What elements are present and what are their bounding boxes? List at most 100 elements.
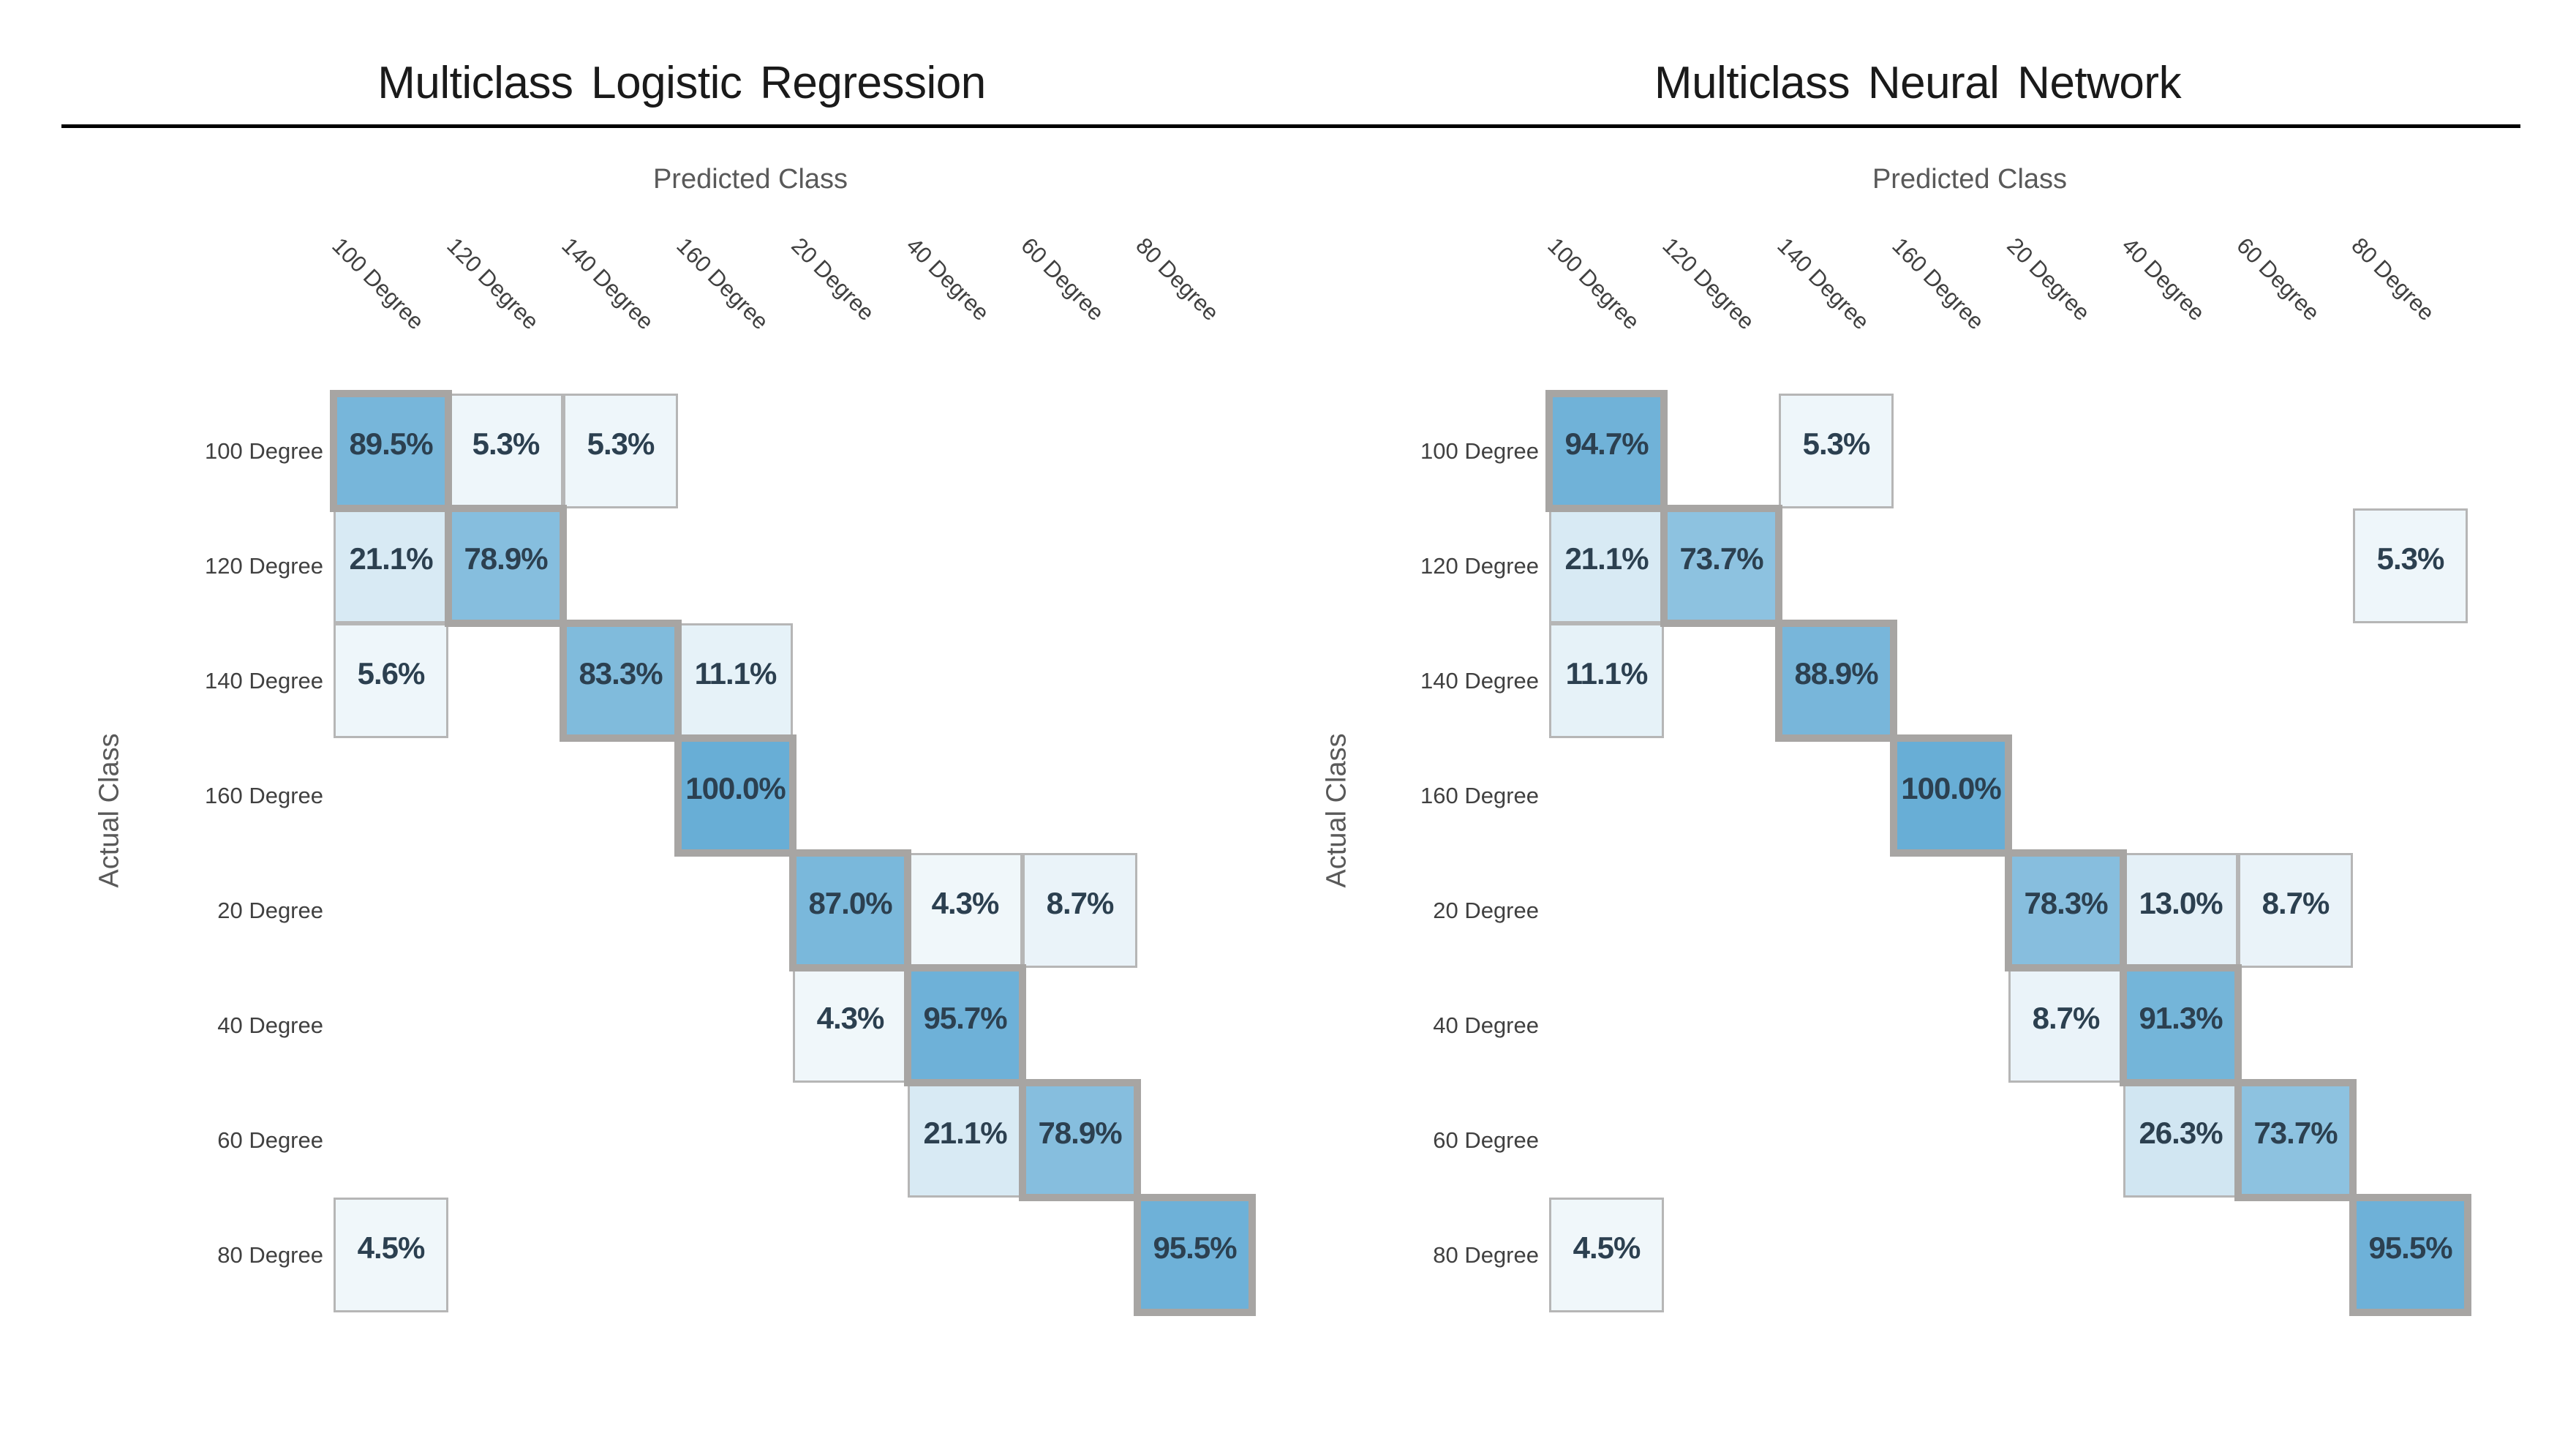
row-header-60-degree: 60 Degree bbox=[1433, 1127, 1539, 1153]
row-header-60-degree: 60 Degree bbox=[217, 1127, 323, 1153]
header-divider-line bbox=[61, 124, 2520, 128]
matrix-cell-value: 100.0% bbox=[1901, 770, 2001, 805]
matrix-cell-value: 4.5% bbox=[1573, 1230, 1641, 1265]
matrix-cell-20-degree-as-60-degree: 8.7% bbox=[1023, 853, 1137, 968]
matrix-cell-value: 8.7% bbox=[2032, 1000, 2101, 1035]
column-header-140-degree: 140 Degree bbox=[557, 233, 659, 335]
column-header-60-degree: 60 Degree bbox=[2232, 233, 2325, 326]
row-header-100-degree: 100 Degree bbox=[1420, 437, 1539, 464]
matrix-cell-value: 13.0% bbox=[2139, 885, 2223, 920]
row-header-140-degree: 140 Degree bbox=[204, 667, 323, 694]
matrix-cell-120-degree-as-120-degree: 78.9% bbox=[445, 505, 567, 627]
column-header-20-degree: 20 Degree bbox=[2002, 233, 2095, 326]
matrix-cell-value: 4.5% bbox=[357, 1230, 426, 1265]
matrix-cell-40-degree-as-20-degree: 4.3% bbox=[793, 968, 908, 1083]
matrix-cell-value: 89.5% bbox=[349, 426, 433, 461]
matrix-cell-80-degree-as-80-degree: 95.5% bbox=[2349, 1194, 2471, 1316]
column-header-120-degree: 120 Degree bbox=[1657, 233, 1760, 335]
matrix-cell-140-degree-as-140-degree: 83.3% bbox=[560, 620, 682, 742]
matrix-cell-140-degree-as-160-degree: 11.1% bbox=[678, 623, 793, 738]
matrix-cell-140-degree-as-100-degree: 11.1% bbox=[1549, 623, 1664, 738]
column-header-140-degree: 140 Degree bbox=[1772, 233, 1875, 335]
matrix-cell-value: 87.0% bbox=[808, 885, 892, 920]
row-header-80-degree: 80 Degree bbox=[1433, 1241, 1539, 1268]
column-header-80-degree: 80 Degree bbox=[2346, 233, 2440, 326]
column-header-60-degree: 60 Degree bbox=[1016, 233, 1110, 326]
matrix-cell-value: 5.6% bbox=[357, 655, 426, 691]
panel-title-logistic-regression: Multiclass Logistic Regression bbox=[377, 57, 986, 108]
x-axis-title-predicted-class: Predicted Class bbox=[652, 164, 848, 195]
row-header-120-degree: 120 Degree bbox=[1420, 552, 1539, 579]
column-header-40-degree: 40 Degree bbox=[2117, 233, 2210, 326]
matrix-cell-value: 78.9% bbox=[1038, 1115, 1122, 1150]
matrix-cell-40-degree-as-40-degree: 95.7% bbox=[904, 964, 1026, 1086]
row-header-20-degree: 20 Degree bbox=[1433, 897, 1539, 923]
matrix-cell-value: 26.3% bbox=[2139, 1115, 2223, 1150]
matrix-cell-value: 91.3% bbox=[2139, 1000, 2223, 1035]
column-header-100-degree: 100 Degree bbox=[327, 233, 429, 335]
x-axis-title-predicted-class: Predicted Class bbox=[1872, 164, 2068, 195]
matrix-cell-value: 78.3% bbox=[2024, 885, 2108, 920]
matrix-cell-value: 95.5% bbox=[1153, 1230, 1237, 1265]
matrix-cell-120-degree-as-120-degree: 73.7% bbox=[1660, 505, 1782, 627]
column-header-20-degree: 20 Degree bbox=[786, 233, 880, 326]
row-header-100-degree: 100 Degree bbox=[204, 437, 323, 464]
column-header-100-degree: 100 Degree bbox=[1543, 233, 1645, 335]
matrix-cell-140-degree-as-100-degree: 5.6% bbox=[334, 623, 448, 738]
matrix-cell-160-degree-as-160-degree: 100.0% bbox=[674, 734, 796, 857]
column-header-160-degree: 160 Degree bbox=[1887, 233, 1989, 335]
column-header-80-degree: 80 Degree bbox=[1131, 233, 1224, 326]
matrix-cell-value: 21.1% bbox=[349, 541, 433, 576]
matrix-cell-120-degree-as-80-degree: 5.3% bbox=[2353, 508, 2468, 623]
matrix-cell-60-degree-as-40-degree: 26.3% bbox=[2123, 1083, 2238, 1198]
matrix-cell-20-degree-as-20-degree: 87.0% bbox=[789, 849, 911, 971]
panel-title-neural-network: Multiclass Neural Network bbox=[1654, 57, 2182, 108]
matrix-cell-value: 5.3% bbox=[2376, 541, 2445, 576]
matrix-cell-value: 11.1% bbox=[1565, 655, 1649, 691]
matrix-cell-100-degree-as-100-degree: 89.5% bbox=[330, 390, 452, 512]
row-header-140-degree: 140 Degree bbox=[1420, 667, 1539, 694]
matrix-cell-60-degree-as-40-degree: 21.1% bbox=[908, 1083, 1023, 1198]
matrix-cell-20-degree-as-40-degree: 13.0% bbox=[2123, 853, 2238, 968]
matrix-cell-value: 11.1% bbox=[694, 655, 777, 691]
matrix-cell-value: 4.3% bbox=[816, 1000, 885, 1035]
column-header-40-degree: 40 Degree bbox=[901, 233, 995, 326]
matrix-cell-value: 21.1% bbox=[1564, 541, 1649, 576]
row-header-120-degree: 120 Degree bbox=[204, 552, 323, 579]
row-header-80-degree: 80 Degree bbox=[217, 1241, 323, 1268]
matrix-cell-160-degree-as-160-degree: 100.0% bbox=[1890, 734, 2012, 857]
matrix-cell-40-degree-as-40-degree: 91.3% bbox=[2120, 964, 2242, 1086]
matrix-cell-140-degree-as-140-degree: 88.9% bbox=[1775, 620, 1897, 742]
row-header-40-degree: 40 Degree bbox=[1433, 1012, 1539, 1038]
matrix-cell-40-degree-as-20-degree: 8.7% bbox=[2008, 968, 2123, 1083]
matrix-cell-100-degree-as-140-degree: 5.3% bbox=[1779, 394, 1894, 508]
matrix-cell-value: 100.0% bbox=[685, 770, 786, 805]
matrix-cell-value: 5.3% bbox=[472, 426, 541, 461]
matrix-cell-value: 78.9% bbox=[464, 541, 548, 576]
matrix-cell-80-degree-as-100-degree: 4.5% bbox=[334, 1198, 448, 1312]
matrix-cell-120-degree-as-100-degree: 21.1% bbox=[334, 508, 448, 623]
matrix-cell-value: 88.9% bbox=[1794, 655, 1878, 691]
matrix-cell-value: 8.7% bbox=[2261, 885, 2330, 920]
matrix-cell-value: 5.3% bbox=[1802, 426, 1871, 461]
matrix-cell-value: 5.3% bbox=[587, 426, 655, 461]
matrix-cell-value: 95.5% bbox=[2368, 1230, 2452, 1265]
matrix-cell-value: 8.7% bbox=[1046, 885, 1115, 920]
matrix-cell-120-degree-as-100-degree: 21.1% bbox=[1549, 508, 1664, 623]
matrix-cell-60-degree-as-60-degree: 73.7% bbox=[2234, 1079, 2357, 1201]
row-header-160-degree: 160 Degree bbox=[204, 782, 323, 808]
matrix-cell-value: 21.1% bbox=[923, 1115, 1007, 1150]
row-header-160-degree: 160 Degree bbox=[1420, 782, 1539, 808]
matrix-cell-value: 94.7% bbox=[1564, 426, 1649, 461]
matrix-cell-value: 4.3% bbox=[931, 885, 1000, 920]
matrix-cell-80-degree-as-100-degree: 4.5% bbox=[1549, 1198, 1664, 1312]
matrix-cell-20-degree-as-40-degree: 4.3% bbox=[908, 853, 1023, 968]
column-header-160-degree: 160 Degree bbox=[671, 233, 774, 335]
matrix-cell-80-degree-as-80-degree: 95.5% bbox=[1134, 1194, 1256, 1316]
column-header-120-degree: 120 Degree bbox=[442, 233, 544, 335]
matrix-cell-value: 83.3% bbox=[579, 655, 663, 691]
matrix-cell-100-degree-as-100-degree: 94.7% bbox=[1545, 390, 1668, 512]
row-header-40-degree: 40 Degree bbox=[217, 1012, 323, 1038]
matrix-cell-60-degree-as-60-degree: 78.9% bbox=[1019, 1079, 1141, 1201]
